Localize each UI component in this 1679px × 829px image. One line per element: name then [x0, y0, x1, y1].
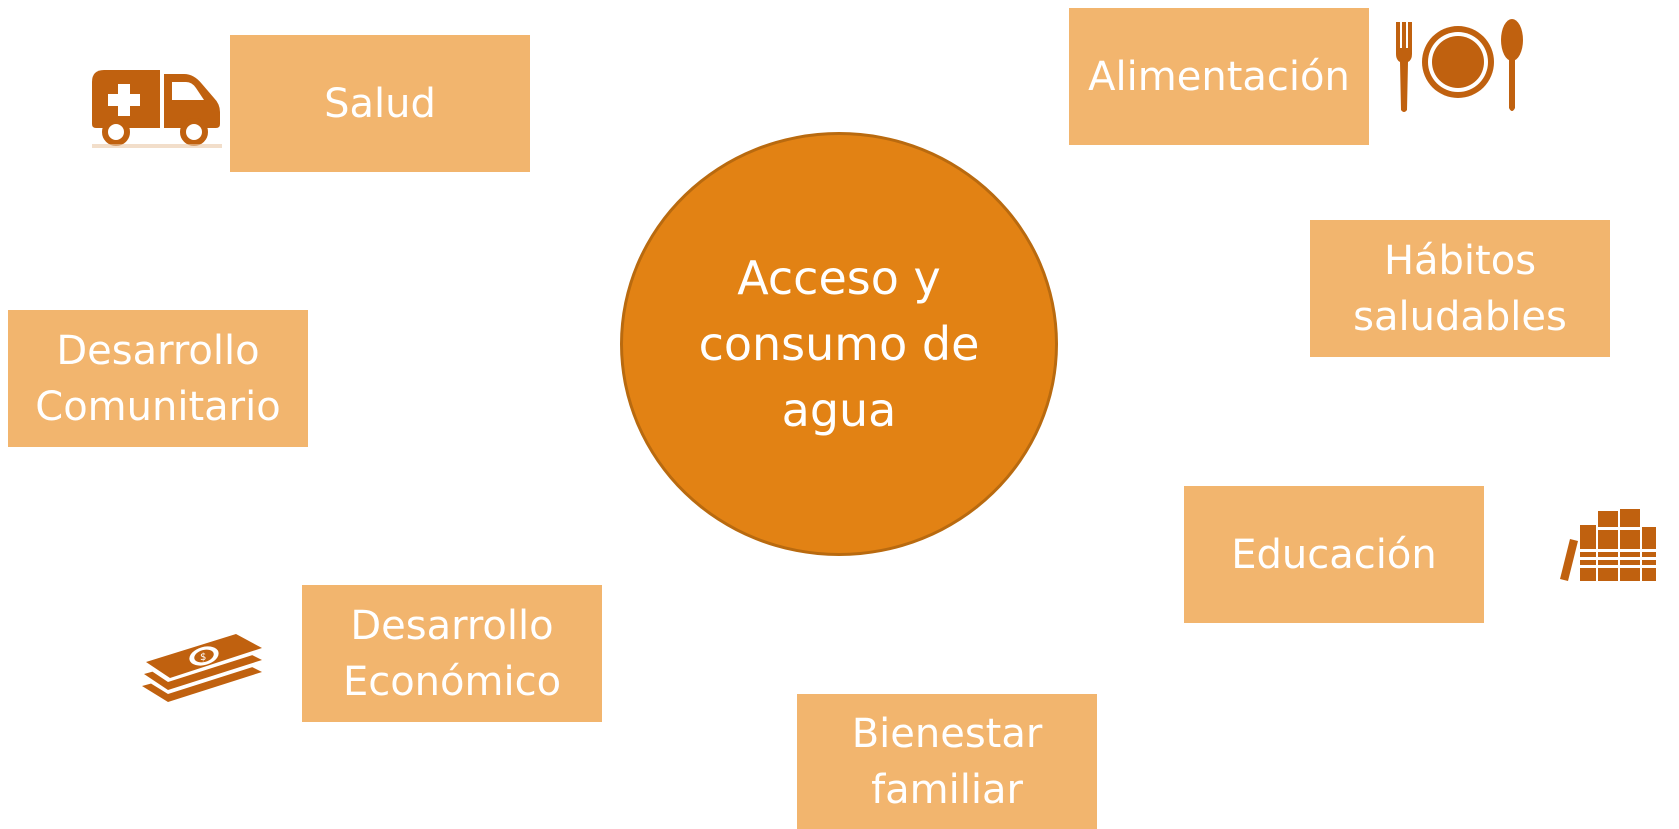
books-icon [1558, 505, 1664, 583]
money-stack-icon: $ [138, 626, 268, 708]
node-alimentacion: Alimentación [1069, 8, 1369, 145]
cutlery-plate-icon [1392, 18, 1526, 114]
node-bienestar-familiar: Bienestar familiar [797, 694, 1097, 829]
node-educacion: Educación [1184, 486, 1484, 623]
node-desarrollo-economico: Desarrollo Económico [302, 585, 602, 722]
node-desarrollo-comunitario: Desarrollo Comunitario [8, 310, 308, 447]
center-circle: Acceso y consumo de agua [620, 132, 1058, 556]
node-habitos-saludables: Hábitos saludables [1310, 220, 1610, 357]
node-alimentacion-label: Alimentación [1088, 53, 1350, 100]
ambulance-icon [88, 62, 224, 152]
node-educacion-label: Educación [1231, 531, 1437, 578]
node-desarrollo-comunitario-label: Desarrollo Comunitario [35, 327, 281, 430]
node-desarrollo-economico-label: Desarrollo Económico [342, 602, 562, 705]
node-bienestar-familiar-label: Bienestar familiar [851, 710, 1043, 813]
node-salud-label: Salud [324, 80, 436, 127]
center-label: Acceso y consumo de agua [698, 251, 980, 437]
svg-text:$: $ [200, 652, 206, 663]
node-salud: Salud [230, 35, 530, 172]
node-habitos-saludables-label: Hábitos saludables [1353, 237, 1567, 340]
